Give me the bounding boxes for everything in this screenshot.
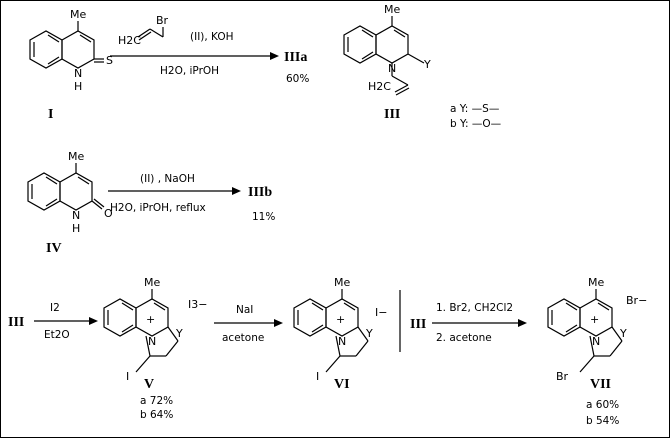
step1-reagent-above: (II), KOH [190,31,234,43]
oxygen-label: O [104,207,113,220]
step1-yield: 60% [286,73,309,85]
h2c-label: H2C [118,34,141,47]
compound-VI-label: VI [334,377,350,392]
step1-reagent-below: H2O, iPrOH [160,65,219,77]
step5-reagent-below: 2. acetone [436,332,492,344]
methyl-label: Me [384,3,400,16]
nitrogen-label: N [388,62,396,75]
step3-start-III: III [8,315,24,330]
allyl-bromide-structure [137,27,164,41]
nitrogen-label: N [148,335,156,348]
compound-VII-structure [547,289,623,373]
step3-yield-a: a 72% [140,395,173,407]
step3-reagent-above: I2 [50,302,60,314]
methyl-label: Me [588,276,604,289]
step5-yield-b: b 54% [586,415,619,427]
bromine-label: Br [156,14,169,27]
compound-V-structure [103,289,179,373]
compound-V-label: V [144,377,154,392]
arrowhead-4 [274,319,283,327]
y-label: Y [423,58,431,71]
iodine-label: I [316,370,319,383]
compound-I-structure [29,21,104,69]
step2-reagent-below: H2O, iPrOH, reflux [110,202,206,214]
arrowhead-3 [89,317,98,325]
nitrogen-label: N [72,209,80,222]
plus-charge: + [590,313,599,326]
plus-charge: + [336,313,345,326]
step5-reagent-above: 1. Br2, CH2Cl2 [436,302,513,314]
y-label: Y [619,327,627,340]
legend-b: b Y: —O— [450,118,501,130]
sulfur-label: S [106,54,113,67]
compound-III-label: III [384,107,400,122]
step5-yield-a: a 60% [586,399,619,411]
counter-ion-I3: I3− [188,298,207,311]
methyl-label: Me [70,8,86,21]
nitrogen-label: N [74,67,82,80]
product-IIIb: IIIb [248,185,272,200]
step3-reagent-below: Et2O [44,329,70,341]
methyl-label: Me [144,276,160,289]
step4-reagent-above: NaI [236,304,253,316]
legend-a: a Y: —S— [450,103,499,115]
step5-start-III: III [410,317,426,332]
hydrogen-label: H [72,222,80,235]
compound-III-structure [343,16,425,96]
step3-yield-b: b 64% [140,409,173,421]
bromine-label: Br [556,370,569,383]
step4-reagent-below: acetone [222,332,264,344]
compound-I-label: I [48,107,53,122]
compound-VII-label: VII [590,377,611,392]
step2-reagent-above: (II) , NaOH [140,173,195,185]
counter-ion-I: I− [375,306,387,319]
methyl-label: Me [334,276,350,289]
iodine-label: I [126,370,129,383]
arrowhead-1 [270,52,279,60]
arrowhead-2 [232,187,241,195]
product-IIIa: IIIa [284,50,307,65]
hydrogen-label: H [74,80,82,93]
arrowhead-5 [518,319,527,327]
plus-charge: + [146,313,155,326]
compound-IV-structure [27,163,105,211]
compound-VI-structure [293,289,369,373]
compound-IV-label: IV [46,241,62,256]
step2-yield: 11% [252,211,275,223]
counter-ion-Br: Br− [626,294,647,307]
y-label: Y [365,327,373,340]
methyl-label: Me [68,150,84,163]
y-label: Y [175,327,183,340]
nitrogen-label: N [338,335,346,348]
nitrogen-label: N [592,335,600,348]
h2c-label: H2C [368,80,391,93]
